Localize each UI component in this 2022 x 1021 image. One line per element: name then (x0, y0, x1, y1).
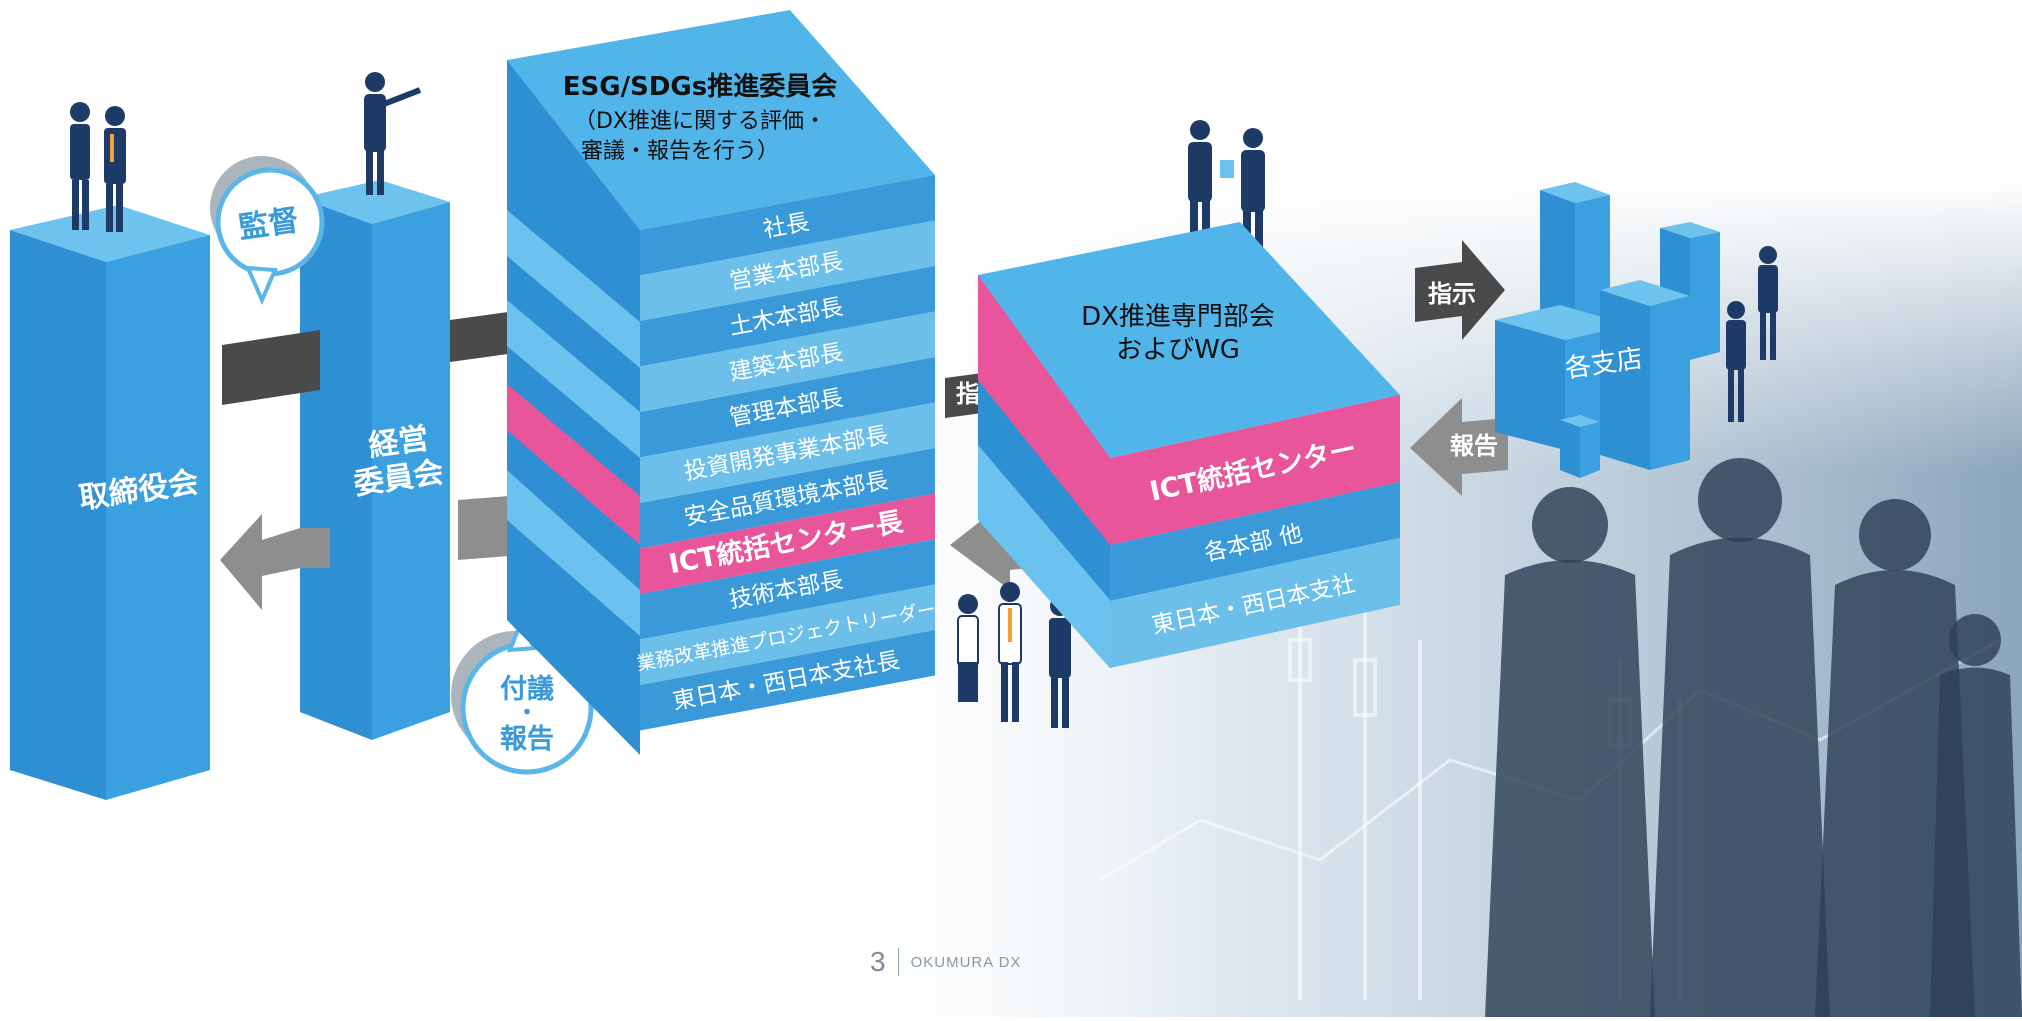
submit-label-line1: 付議 (500, 674, 554, 705)
esg-member-band (640, 175, 935, 276)
footer-brand: OKUMURA DX (910, 953, 1022, 971)
esg-member-band (640, 493, 935, 594)
esg-member-band (640, 402, 935, 503)
esg-subtitle-line1: （DX推進に関する評価・ (574, 109, 826, 134)
page-number: 3 (870, 946, 886, 977)
esg-block: 社長営業本部長土木本部長建築本部長管理本部長投資開発事業本部長安全品質環境本部長… (507, 10, 938, 755)
arrow-dark-board (222, 330, 320, 405)
people-icon (70, 102, 126, 232)
branch-people-icon (1726, 246, 1778, 422)
esg-title: ESG/SDGs推進委員会 (563, 72, 837, 102)
esg-member-band (640, 266, 935, 367)
branches-block: 各支店 (1495, 182, 1720, 478)
presenter-icon (364, 72, 422, 195)
esg-member-stack: 社長営業本部長土木本部長建築本部長管理本部長投資開発事業本部長安全品質環境本部長… (635, 175, 938, 731)
esg-member-band (640, 584, 935, 685)
esg-subtitle-line2: 審議・報告を行う） (581, 139, 779, 164)
dx-member-band (1110, 538, 1400, 668)
business-people-silhouettes (1485, 458, 2022, 1017)
board-pillar: 取締役会 (10, 205, 210, 800)
esg-member-band (640, 630, 935, 731)
esg-member-band (640, 357, 935, 458)
dx-title-line1: DX推進専門部会 (1081, 302, 1275, 332)
esg-member-band (640, 539, 935, 640)
dx-side-stripe (978, 445, 1110, 668)
esg-member-band (640, 220, 935, 321)
dx-member-band (1110, 482, 1400, 601)
report-label-2: 報告 (1450, 432, 1498, 460)
meeting-people-icon (957, 582, 1071, 728)
supervise-label: 監督 (237, 203, 301, 246)
page-footer: 3 OKUMURA DX (870, 942, 1021, 982)
dx-member-band (1110, 395, 1400, 545)
submit-label-line2: 報告 (500, 724, 554, 755)
dx-title-line2: およびWG (1116, 335, 1240, 365)
instruct-label-2: 指示 (1428, 280, 1476, 308)
management-label-line1: 経営 (367, 421, 431, 464)
esg-side-stripes (507, 210, 640, 636)
submit-report-bubble: 付議 ・ 報告 (451, 620, 594, 775)
instruct-arrow-2: 指示 (1415, 240, 1505, 340)
supervise-bubble: 監督 (210, 156, 325, 306)
report-arrow-2: 報告 (1410, 398, 1508, 496)
footer-divider (897, 948, 899, 976)
arrow-gray-board (220, 514, 330, 610)
submit-label-dot: ・ (516, 701, 538, 726)
esg-member-band (640, 448, 935, 549)
esg-member-band (640, 311, 935, 412)
management-pillar: 経営 委員会 (300, 180, 450, 740)
